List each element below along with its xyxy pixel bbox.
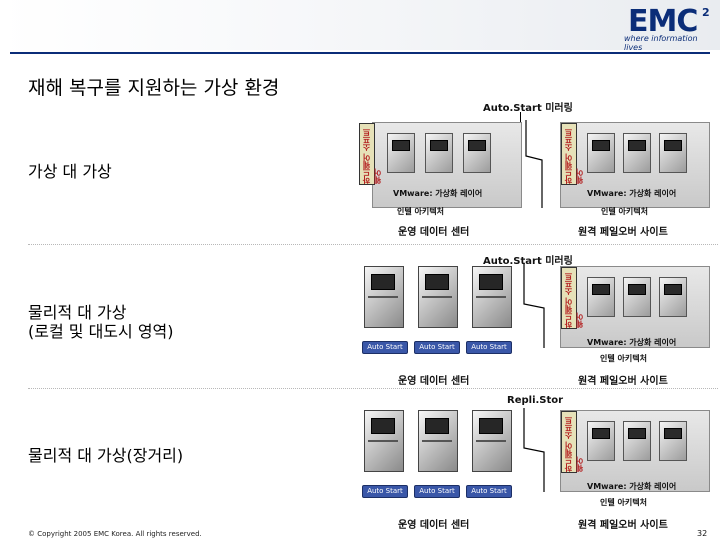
vm-server-icon xyxy=(623,133,651,173)
section3-right-site-label: 원격 페일오버 사이트 xyxy=(578,516,668,531)
auto-start-badge: Auto Start xyxy=(362,485,408,498)
vm-server-icon xyxy=(659,133,687,173)
section1-right-vertical-text: 하드웨어 소프트웨어 xyxy=(563,126,585,184)
physical-server-icon xyxy=(418,410,458,472)
section3-label: 물리적 대 가상(장거리) xyxy=(28,446,183,465)
section1-left-vertical-box: 하드웨어 소프트웨어 xyxy=(359,123,375,185)
link-bolt-icon xyxy=(518,264,562,348)
header-rule xyxy=(10,52,710,54)
section2-label: 물리적 대 가상 (로컬 및 대도시 영역) xyxy=(28,303,174,341)
physical-server-icon xyxy=(418,266,458,328)
link-bolt-icon xyxy=(518,120,558,210)
section3-right-vertical-text: 하드웨어 소프트웨어 xyxy=(563,414,585,472)
section1-left-caption2: 인텔 아키텍처 xyxy=(397,206,444,217)
section3-physical-servers xyxy=(358,410,520,482)
logo-superscript: 2 xyxy=(702,6,710,19)
copyright-text: © Copyright 2005 EMC Korea. All rights r… xyxy=(28,530,202,538)
section3-top-label: Repli.Stor xyxy=(507,395,563,406)
section1-left-site-panel: 하드웨어 소프트웨어 VMware: 가상화 레이어 인텔 아키텍처 xyxy=(372,122,522,208)
vm-server-icon xyxy=(587,277,615,317)
auto-start-badge: Auto Start xyxy=(466,341,512,354)
section1-label-line: 가상 대 가상 xyxy=(28,162,112,181)
vm-server-icon xyxy=(463,133,491,173)
section1-right-site-panel: 하드웨어 소프트웨어 VMware: 가상화 레이어 인텔 아키텍처 xyxy=(560,122,710,208)
logo-tagline: where information lives xyxy=(624,34,718,52)
section2-label-line: 물리적 대 가상 xyxy=(28,303,174,322)
section2-left-site-label: 운영 데이터 센터 xyxy=(398,372,469,387)
section-divider xyxy=(28,244,718,245)
section1-left-caption: VMware: 가상화 레이어 xyxy=(393,188,482,199)
auto-start-badge: Auto Start xyxy=(414,341,460,354)
vm-server-icon xyxy=(425,133,453,173)
section2-label-line: (로컬 및 대도시 영역) xyxy=(28,322,174,341)
vm-server-icon xyxy=(659,277,687,317)
physical-server-icon xyxy=(472,266,512,328)
section3-label-line: 물리적 대 가상(장거리) xyxy=(28,446,183,465)
section3-right-site-panel: 하드웨어 소프트웨어 VMware: 가상화 레이어 xyxy=(560,410,710,492)
section1-label: 가상 대 가상 xyxy=(28,162,112,181)
section2-right-vertical-box: 하드웨어 소프트웨어 xyxy=(561,267,577,329)
section3-right-caption2: 인텔 아키텍처 xyxy=(600,497,647,508)
auto-start-badge: Auto Start xyxy=(362,341,408,354)
vm-server-icon xyxy=(659,421,687,461)
vm-server-icon xyxy=(387,133,415,173)
section1-right-vertical-box: 하드웨어 소프트웨어 xyxy=(561,123,577,185)
auto-start-badge: Auto Start xyxy=(466,485,512,498)
section1-top-label: Auto.Start 미러링 xyxy=(483,99,573,114)
page-title: 재해 복구를 지원하는 가상 환경 xyxy=(28,73,279,100)
physical-server-icon xyxy=(364,410,404,472)
vm-server-icon xyxy=(587,421,615,461)
physical-server-icon xyxy=(472,410,512,472)
emc-logo: EMC 2 where information lives xyxy=(610,4,718,44)
section2-right-site-panel: 하드웨어 소프트웨어 VMware: 가상화 레이어 xyxy=(560,266,710,348)
section3-right-caption: VMware: 가상화 레이어 xyxy=(587,481,676,492)
section3-left-site-label: 운영 데이터 센터 xyxy=(398,516,469,531)
link-bolt-icon xyxy=(518,408,562,492)
section3-right-vertical-box: 하드웨어 소프트웨어 xyxy=(561,411,577,473)
vm-server-icon xyxy=(623,421,651,461)
section1-left-site-label: 운영 데이터 센터 xyxy=(398,223,469,238)
section1-right-caption: VMware: 가상화 레이어 xyxy=(587,188,676,199)
section2-right-caption2: 인텔 아키텍처 xyxy=(600,353,647,364)
section-divider xyxy=(28,388,718,389)
section1-right-site-label: 원격 페일오버 사이트 xyxy=(578,223,668,238)
vm-server-icon xyxy=(587,133,615,173)
vm-server-icon xyxy=(623,277,651,317)
page-number: 32 xyxy=(697,529,707,538)
auto-start-badge: Auto Start xyxy=(414,485,460,498)
section2-right-caption: VMware: 가상화 레이어 xyxy=(587,337,676,348)
section2-right-site-label: 원격 페일오버 사이트 xyxy=(578,372,668,387)
section1-right-caption2: 인텔 아키텍처 xyxy=(601,206,648,217)
section2-right-vertical-text: 하드웨어 소프트웨어 xyxy=(563,270,585,328)
section2-physical-servers xyxy=(358,266,520,338)
section1-left-vertical-text: 하드웨어 소프트웨어 xyxy=(361,126,383,184)
physical-server-icon xyxy=(364,266,404,328)
